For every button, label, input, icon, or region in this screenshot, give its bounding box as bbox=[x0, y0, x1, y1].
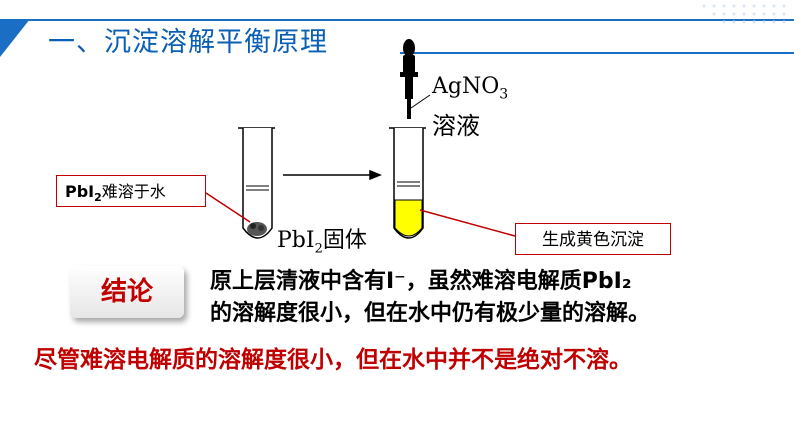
yellow-precipitate bbox=[394, 199, 423, 237]
dropper-leader bbox=[410, 94, 431, 109]
conclusion-line-2: 的溶解度很小，但在水中仍有极少量的溶解。 bbox=[210, 301, 651, 326]
reagent-formula: AgNO3 bbox=[432, 74, 509, 103]
pbi2-insoluble-label: PbI2难溶于水 bbox=[56, 175, 206, 207]
summary-statement: 尽管难溶电解质的溶解度很小，但在水中并不是绝对不溶。 bbox=[34, 347, 632, 373]
conclusion-line-1: 原上层清液中含有I⁻，虽然难溶电解质PbI₂ bbox=[210, 269, 632, 294]
pbi2-leader bbox=[205, 192, 251, 223]
left-test-tube bbox=[238, 127, 275, 239]
conclusion-badge: 结论 bbox=[70, 266, 184, 318]
dropper bbox=[400, 39, 418, 119]
yellow-leader bbox=[419, 209, 516, 237]
transfer-arrow bbox=[283, 169, 383, 181]
solid-pbi2-sediment bbox=[247, 222, 267, 236]
header-bar bbox=[0, 19, 794, 21]
header-accent-triangle bbox=[0, 19, 30, 57]
page-title: 一、沉淀溶解平衡原理 bbox=[48, 27, 328, 58]
conclusion-text: 原上层清液中含有I⁻，虽然难溶电解质PbI₂ 的溶解度很小，但在水中仍有极少量的… bbox=[210, 266, 770, 330]
yellow-precipitate-label: 生成黄色沉淀 bbox=[515, 223, 671, 255]
title-underline bbox=[400, 52, 794, 54]
reagent-name: 溶液 bbox=[432, 112, 480, 140]
pbi2-solid-label: PbI2固体 bbox=[277, 228, 367, 257]
header-decoration bbox=[702, 4, 786, 24]
